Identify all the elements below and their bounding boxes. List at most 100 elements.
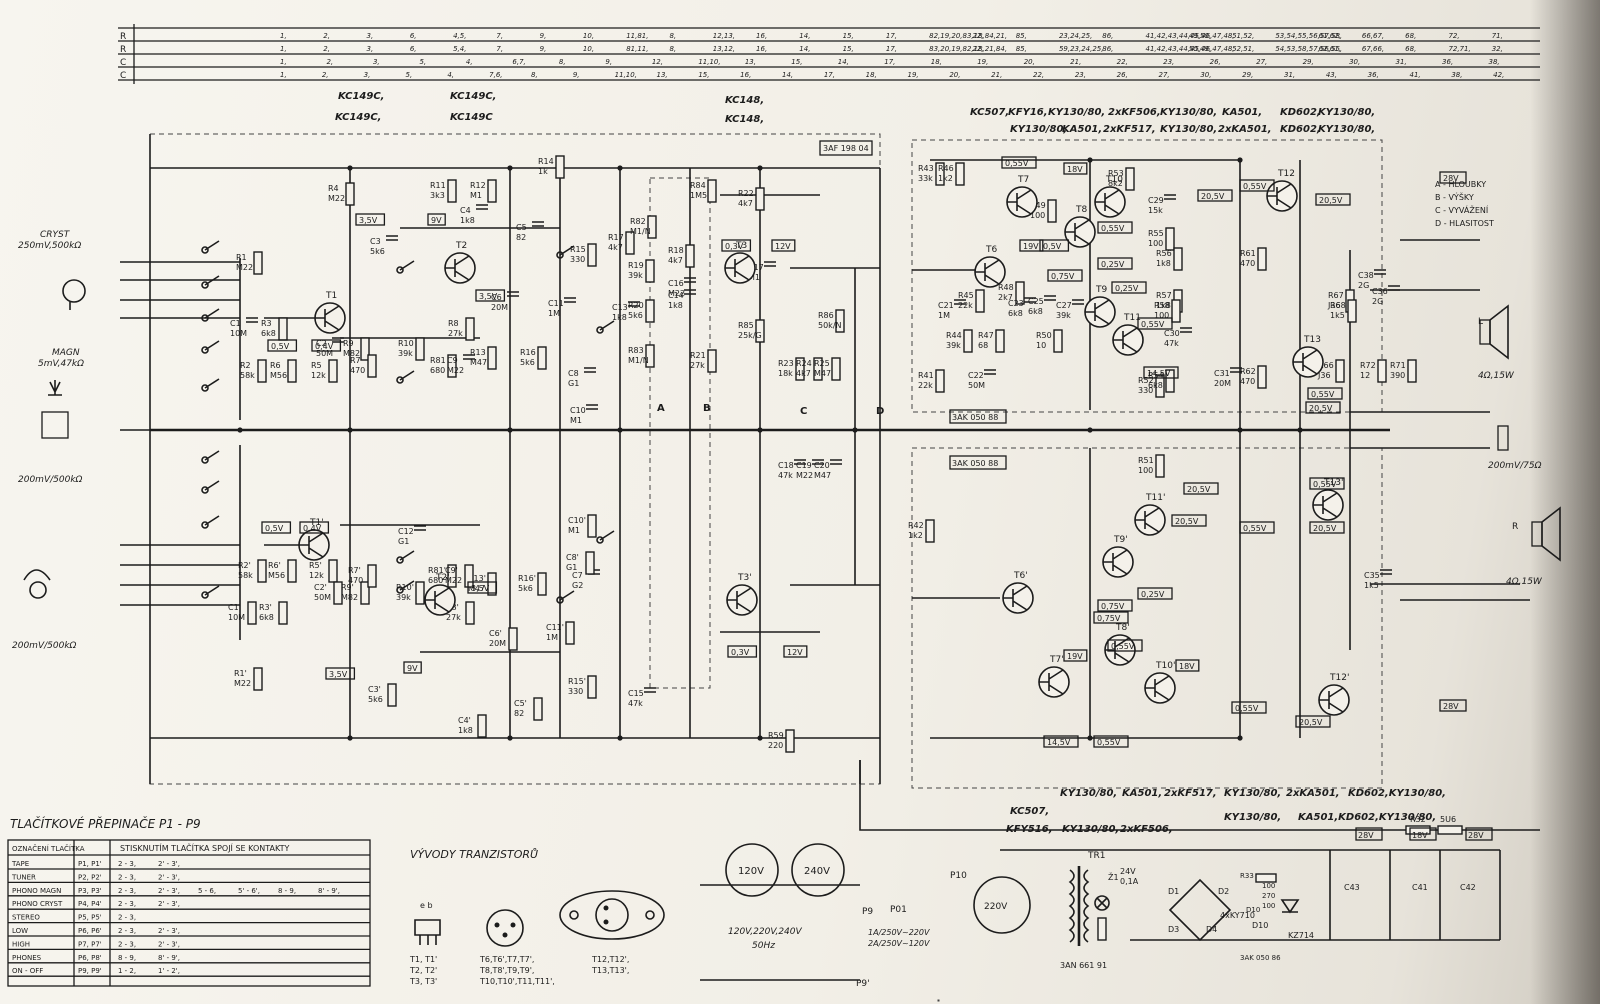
component-ref: R45 (958, 291, 974, 300)
component-ref: R42 (908, 521, 924, 530)
header-cell: 16, (756, 45, 767, 53)
voltage-label: 0,75V (1101, 602, 1125, 611)
voltage-label: 18V (1067, 165, 1083, 174)
voltage-box (1231, 701, 1267, 714)
capacitor-symbol (414, 525, 426, 531)
component-ref: R46 (938, 164, 954, 173)
voltage-label: 0,55V (1101, 224, 1125, 233)
capacitor-symbol (830, 459, 842, 465)
resistor-symbol (645, 299, 655, 323)
transistor-leads (1145, 675, 1170, 701)
header-cell: 13, (745, 58, 756, 66)
header-cell: 26, (1210, 58, 1221, 66)
component-ref: C25 (1028, 297, 1044, 306)
component-ref: R7' (348, 566, 361, 575)
header-cell: 86, (1102, 32, 1113, 40)
switch-contacts: 5 - 6, (198, 887, 216, 895)
header-cell: 23,24,25, (1059, 32, 1092, 40)
component-ref: C16 (668, 279, 684, 288)
component-value: 33k (918, 174, 933, 183)
component-value: 12 (1360, 371, 1370, 380)
component-value: 5k6 (628, 311, 643, 320)
selector-voltage: 220V (984, 902, 1008, 912)
switch-contact (396, 586, 404, 594)
component-value: 39k (396, 593, 411, 602)
component-ref: R9' (341, 583, 354, 592)
component-value: 27k (448, 329, 463, 338)
component-value: 50M (316, 349, 333, 358)
resistor-symbol (587, 675, 597, 699)
header-cell: 18, (866, 71, 877, 79)
resistor-symbol (508, 627, 518, 651)
resistor-symbol (1047, 199, 1057, 223)
resistor-symbol (360, 581, 370, 605)
header-cell: 26, (1117, 71, 1128, 79)
to3-package-icon (559, 890, 665, 940)
header-cell: 17, (886, 32, 897, 40)
component-ref: C13 (612, 303, 628, 312)
voltage-box (721, 239, 752, 252)
header-cell: 5,4, (453, 45, 466, 53)
component-value: 1k8 (1156, 259, 1171, 268)
control-legend: A - HLOUBKY B - VÝŠKY C - VYVÁŽENÍ D - H… (1435, 180, 1494, 228)
resistor-symbol (1173, 247, 1183, 271)
header-cell: 8, (669, 45, 676, 53)
pinout-group: T13,T13', (591, 966, 629, 975)
component-value: M1 (568, 526, 580, 535)
component-ref: R14 (538, 157, 554, 166)
resistor-symbol (1053, 329, 1063, 353)
outputs: 4Ω,15W 200mV/75Ω 4Ω,15W R L (1478, 304, 1561, 587)
transistor-ref: T12 (1277, 169, 1295, 179)
mains-freq: 50Hz (752, 941, 775, 951)
component-value: 1k5 (1330, 311, 1345, 320)
component-value: G1 (566, 563, 577, 572)
diode-label: D2 (1218, 887, 1229, 896)
component-value: 20M (1214, 379, 1231, 388)
mains-switch-label: P9' (856, 979, 870, 989)
switch-contacts: 8' - 9', (318, 887, 340, 895)
header-cell: 31, (1284, 71, 1295, 79)
voltage-label: 0,25V (1141, 590, 1165, 599)
component-ref: R52 (1138, 376, 1154, 385)
switch-blade (204, 515, 220, 526)
component-ref: R53 (1108, 169, 1124, 178)
header-cell: 43, (1326, 71, 1337, 79)
resistor-symbol (625, 231, 635, 255)
component-ref: R22 (738, 189, 754, 198)
component-ref: R81' (428, 566, 446, 575)
component-value: 25k/G (738, 331, 762, 340)
semi-label: KC149C, (338, 91, 384, 102)
header-cell: 1, (280, 71, 287, 79)
component-ref: R21 (690, 351, 706, 360)
bus-voltage-box (1439, 171, 1467, 184)
component-value: 1k5 (1364, 581, 1379, 590)
voltage-label: 0,55V (1311, 390, 1335, 399)
transistor-leads (1003, 585, 1028, 611)
component-value: 27k (690, 361, 705, 370)
voltage-box (1063, 162, 1088, 175)
voltage-box (311, 339, 342, 352)
junction-dot (757, 165, 763, 171)
header-cell: 6,7, (512, 58, 525, 66)
component-ref: R62 (1240, 367, 1256, 376)
header-cell: 66,67, (1362, 32, 1384, 40)
component-ref: C3' (368, 685, 381, 694)
voltage-box (1239, 179, 1275, 192)
resistor-symbol (387, 683, 397, 707)
transistor-ref: T10' (1155, 661, 1175, 671)
header-cell: 16, (756, 32, 767, 40)
junction-dot (507, 165, 513, 171)
resistor-symbol (278, 601, 288, 625)
header-cell: 5, (406, 71, 413, 79)
component-ref: R51 (1138, 456, 1154, 465)
junction-dot (507, 735, 513, 741)
component-ref: R81 (430, 356, 446, 365)
header-cell: 23, (1075, 71, 1086, 79)
header-cell: 1, (280, 32, 287, 40)
component-value: 1M (546, 633, 558, 642)
voltage-label: 12V (787, 648, 803, 657)
component-ref: R59 (768, 731, 784, 740)
header-cell: 49,50, (1189, 32, 1211, 40)
bridge-rectifier (1168, 878, 1232, 942)
